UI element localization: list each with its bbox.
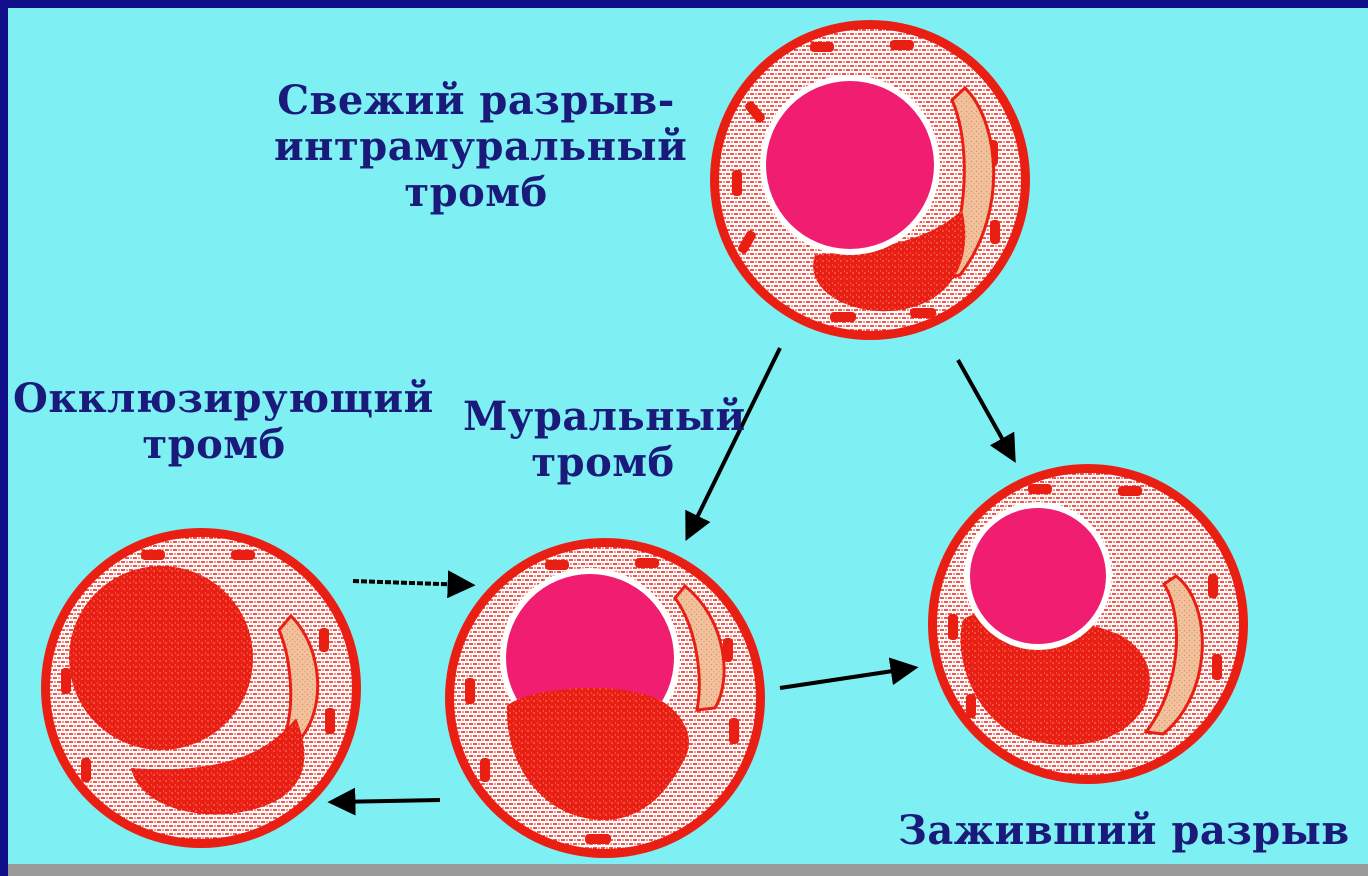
occluding-thrombus	[69, 566, 253, 750]
arrow-mural-to-occlusive	[333, 800, 440, 802]
label-line: интрамуральный	[274, 124, 678, 170]
diagram-slide: Свежий разрыв- интрамуральный тромб Оккл…	[8, 8, 1368, 868]
vessel-occlusive	[41, 528, 361, 848]
label-line: Свежий разрыв-	[274, 78, 678, 124]
label-line: Окклюзирующий	[13, 376, 415, 422]
label-line: Заживший разрыв	[898, 808, 1328, 854]
label-line: тромб	[13, 422, 415, 468]
lumen	[766, 81, 934, 249]
bottom-strip	[8, 864, 1368, 876]
label-occlusive: Окклюзирующий тромб	[13, 376, 415, 468]
label-healed: Заживший разрыв	[898, 808, 1328, 854]
lumen	[970, 508, 1106, 644]
label-fresh-rupture: Свежий разрыв- интрамуральный тромб	[274, 78, 678, 216]
vessel-healed	[928, 464, 1248, 784]
label-mural: Муральный тромб	[463, 394, 743, 486]
label-line: тромб	[463, 440, 743, 486]
vessel-fresh-rupture	[710, 20, 1030, 340]
vessel-mural	[445, 538, 765, 858]
label-line: тромб	[274, 170, 678, 216]
label-line: Муральный	[463, 394, 743, 440]
